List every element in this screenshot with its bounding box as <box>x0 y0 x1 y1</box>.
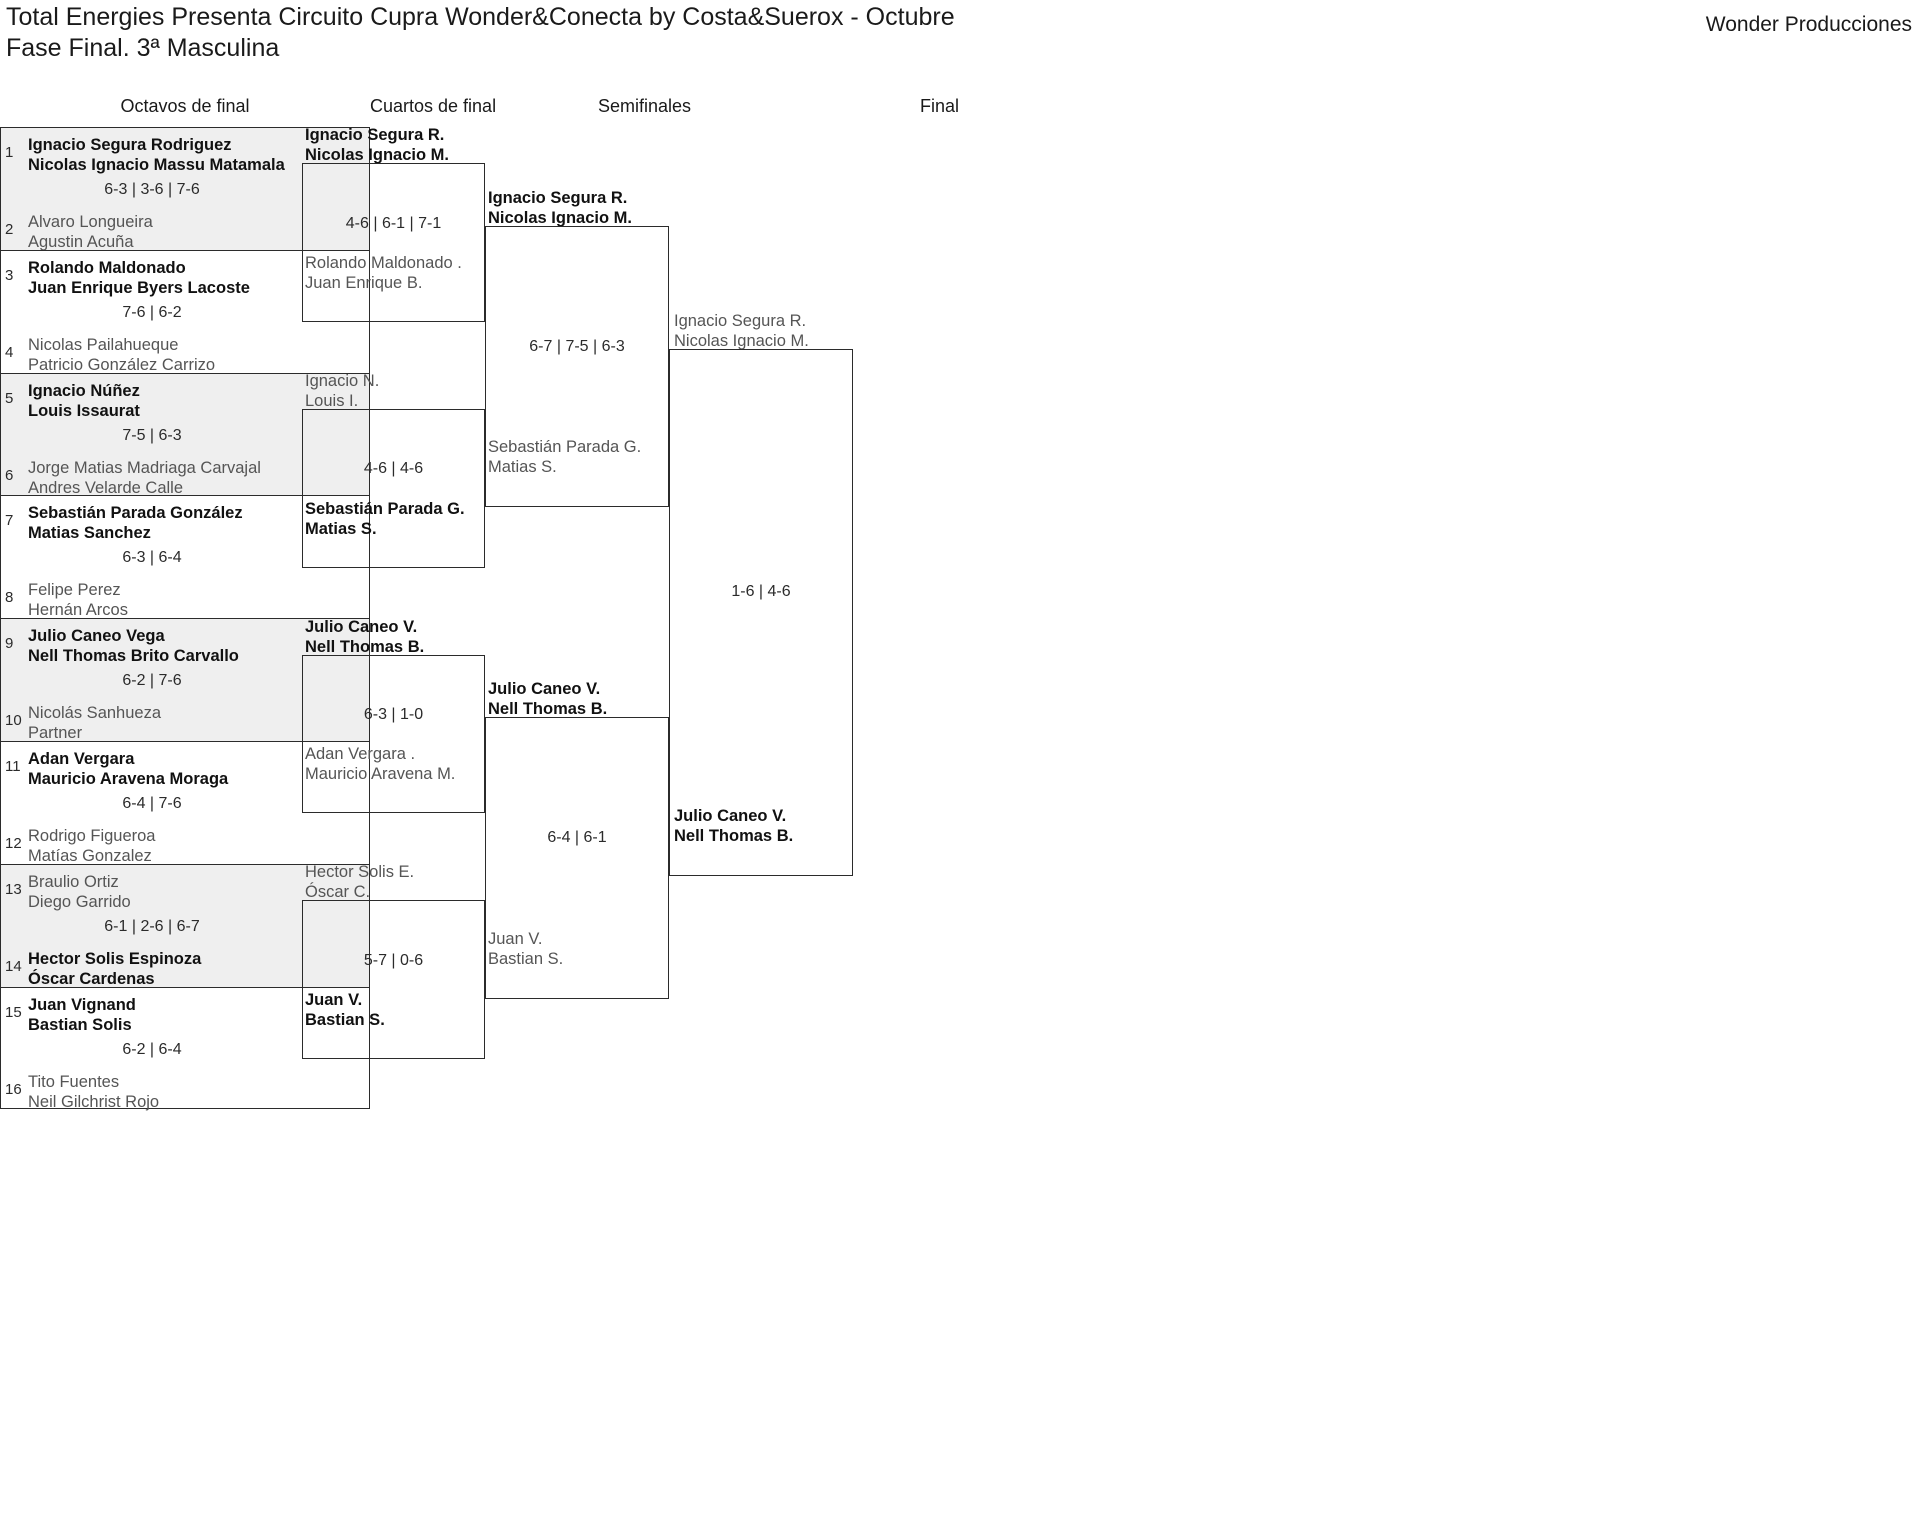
team-bottom[interactable]: Hector Solis Espinoza Óscar Cardenas <box>28 949 202 988</box>
team-top[interactable]: Ignacio Núñez Louis Issaurat <box>28 381 140 420</box>
r1-match[interactable]: 7 Sebastián Parada González Matias Sanche… <box>0 495 370 620</box>
seed-number: 10 <box>5 712 22 730</box>
r2-connector <box>302 900 485 1059</box>
team-top[interactable]: Ignacio Segura Rodriguez Nicolas Ignacio… <box>28 136 285 174</box>
team-top[interactable]: Sebastián Parada González Matias Sanchez <box>28 504 243 543</box>
r2-team-bottom[interactable]: Juan V. Bastian S. <box>305 991 385 1029</box>
match-score: 6-3 | 6-4 <box>122 549 182 567</box>
seed-number: 8 <box>5 589 14 607</box>
team-top[interactable]: Juan Vignand Bastian Solis <box>28 995 136 1034</box>
seed-number: 7 <box>5 512 14 530</box>
r2-team-top[interactable]: Hector Solis E. Óscar C. <box>305 863 415 902</box>
seed-number: 11 <box>5 758 21 775</box>
r1-match[interactable]: 13 Braulio Ortiz Diego Garrido 6-1 | 2-6 |… <box>0 863 370 988</box>
r2-team-top[interactable]: Ignacio Segura R. Nicolas Ignacio M. <box>305 126 449 165</box>
r1-match[interactable]: 3 Rolando Maldonado Juan Enrique Byers La… <box>0 249 370 374</box>
seed-number: 6 <box>5 466 14 484</box>
r3-connector <box>485 717 669 999</box>
r1-match[interactable]: 9 Julio Caneo Vega Nell Thomas Brito Carv… <box>0 618 370 743</box>
seed-number: 13 <box>5 880 22 898</box>
round-header-semifinales: Semifinales <box>598 96 692 116</box>
seed-number: 9 <box>5 635 14 653</box>
r2-connector <box>302 163 485 323</box>
r2-score: 5-7 | 0-6 <box>363 951 424 969</box>
match-score: 6-3 | 3-6 | 7-6 <box>104 181 200 198</box>
r2-team-bottom[interactable]: Adan Vergara . Mauricio Aravena M. <box>305 745 456 784</box>
final-team-top[interactable]: Ignacio Segura R. Nicolas Ignacio M. <box>674 311 809 350</box>
seed-number: 3 <box>5 266 14 284</box>
round-header-cuartos: Cuartos de final <box>370 96 497 116</box>
r2-connector <box>302 654 485 814</box>
r3-team-bottom[interactable]: Sebastián Parada G. Matias S. <box>488 438 642 477</box>
final-connector <box>669 348 853 876</box>
final-score: 1-6 | 4-6 <box>731 583 791 601</box>
round-header-octavos: Octavos de final <box>120 96 250 116</box>
r3-score: 6-7 | 7-5 | 6-3 <box>529 337 625 355</box>
seed-number: 4 <box>5 343 14 361</box>
r2-score: 6-3 | 1-0 <box>363 706 424 723</box>
page-title: Total Energies Presenta Circuito Cupra W… <box>6 3 955 62</box>
r2-connector <box>302 409 485 568</box>
match-score: 6-2 | 7-6 <box>122 672 182 690</box>
r2-score: 4-6 | 4-6 <box>363 460 424 478</box>
seed-number: 2 <box>5 221 14 238</box>
r3-score: 6-4 | 6-1 <box>547 828 607 846</box>
team-bottom[interactable]: Tito Fuentes Neil Gilchrist Rojo <box>28 1072 160 1111</box>
team-top[interactable]: Julio Caneo Vega Nell Thomas Brito Carva… <box>28 627 239 666</box>
r1-match[interactable]: 15 Juan Vignand Bastian Solis 6-2 | 6-4 16 T… <box>0 986 370 1111</box>
final-team-bottom[interactable]: Julio Caneo V. Nell Thomas B. <box>674 806 794 845</box>
match-score: 7-5 | 6-3 <box>122 426 182 444</box>
team-bottom[interactable]: Nicolas Pailahueque Patricio González Ca… <box>28 335 216 374</box>
r1-match[interactable]: 11 Adan Vergara Mauricio Aravena Moraga 6-… <box>0 741 370 865</box>
match-score: 6-1 | 2-6 | 6-7 <box>104 917 200 935</box>
r2-team-bottom[interactable]: Rolando Maldonado . Juan Enrique B. <box>305 254 462 293</box>
team-bottom[interactable]: Felipe Perez Hernán Arcos <box>28 581 128 620</box>
r2-score: 4-6 | 6-1 | 7-1 <box>345 214 442 232</box>
producer-label: Wonder Producciones <box>1705 13 1912 36</box>
r3-team-bottom[interactable]: Juan V. Bastian S. <box>488 929 564 968</box>
seed-number: 14 <box>5 957 22 975</box>
seed-number: 5 <box>5 389 14 407</box>
r2-team-top[interactable]: Julio Caneo V. Nell Thomas B. <box>305 617 425 656</box>
team-bottom[interactable]: Jorge Matias Madriaga Carvajal Andres Ve… <box>28 458 261 497</box>
round-header-final: Final <box>920 96 960 116</box>
team-bottom[interactable]: Nicolás Sanhueza Partner <box>28 704 161 743</box>
team-bottom[interactable]: Rodrigo Figueroa Matías Gonzalez <box>28 827 156 865</box>
seed-number: 1 <box>5 144 14 161</box>
seed-number: 15 <box>5 1003 22 1021</box>
r2-team-bottom[interactable]: Sebastián Parada G. Matias S. <box>305 499 465 538</box>
r3-connector <box>485 225 669 508</box>
team-top[interactable]: Adan Vergara Mauricio Aravena Moraga <box>28 750 229 788</box>
seed-number: 12 <box>5 835 22 852</box>
team-bottom[interactable]: Alvaro Longueira Agustin Acuña <box>28 213 153 251</box>
seed-number: 16 <box>5 1080 22 1098</box>
match-score: 6-2 | 6-4 <box>122 1040 182 1058</box>
r3-team-top[interactable]: Ignacio Segura R. Nicolas Ignacio M. <box>488 188 632 227</box>
team-top[interactable]: Braulio Ortiz Diego Garrido <box>28 872 131 911</box>
r2-team-top[interactable]: Ignacio N. Louis I. <box>305 372 380 410</box>
match-score: 7-6 | 6-2 <box>122 303 182 321</box>
match-score: 6-4 | 7-6 <box>122 795 182 812</box>
r1-match[interactable]: 1 Ignacio Segura Rodriguez Nicolas Ignaci… <box>0 127 370 251</box>
team-top[interactable]: Rolando Maldonado Juan Enrique Byers Lac… <box>28 258 250 297</box>
r3-team-top[interactable]: Julio Caneo V. Nell Thomas B. <box>488 680 608 718</box>
